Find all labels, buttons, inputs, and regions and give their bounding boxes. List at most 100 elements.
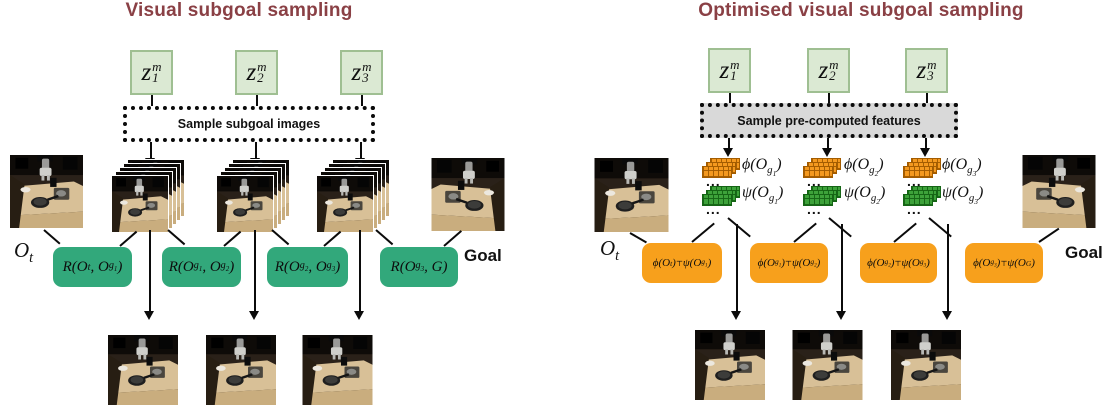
connector-line — [728, 93, 731, 104]
arrow-down-icon — [942, 224, 953, 320]
connector-line — [43, 229, 61, 245]
phi-feature-grid — [702, 158, 742, 180]
arrow-down-icon — [249, 230, 260, 320]
connector-line — [691, 222, 715, 243]
phi-feature-label: ϕ(Og2) — [844, 156, 884, 179]
latent-base: z — [141, 59, 152, 86]
sampled-subgoal-image — [302, 335, 373, 405]
latent-base: z — [818, 57, 829, 84]
connector-line — [323, 230, 342, 247]
phi-feature-grid — [903, 158, 943, 180]
latent-sub: 1 — [152, 70, 159, 85]
arrow-down-icon — [723, 138, 734, 157]
feature-grid-layer — [903, 166, 933, 178]
sampled-subgoal-image — [205, 335, 277, 405]
observation-label: Ot — [14, 238, 34, 267]
connector-line — [827, 93, 830, 104]
ellipsis: ... — [807, 201, 822, 217]
panel-title: Optimised visual subgoal sampling — [698, 0, 1024, 21]
latent-sub: 2 — [257, 70, 264, 85]
arrow-down-icon — [920, 138, 931, 157]
latent-sup: m — [730, 57, 740, 72]
ellipsis: ... — [706, 201, 721, 217]
sampled-subgoal-image — [108, 335, 178, 405]
connector-line — [893, 222, 917, 243]
connector-line — [119, 230, 138, 247]
arrow-down-icon — [354, 230, 365, 320]
ellipsis: ... — [706, 173, 721, 189]
sampled-subgoal-image — [792, 330, 863, 400]
phi-feature-grid — [803, 158, 843, 180]
goal-image — [430, 158, 506, 231]
feature-grid-layer — [702, 194, 732, 206]
connector-line — [443, 230, 463, 247]
latent-sub: 2 — [829, 68, 836, 83]
arrow-down-icon — [836, 224, 847, 320]
latent-base: z — [916, 57, 927, 84]
feature-grid-layer — [702, 166, 732, 178]
connector-line — [629, 232, 647, 244]
ellipsis: ... — [907, 173, 922, 189]
latent-sup: m — [362, 59, 372, 74]
subgoal-image-stack — [216, 159, 290, 233]
feature-grid-layer — [803, 194, 833, 206]
connector-line — [255, 95, 258, 107]
ellipsis: ... — [807, 173, 822, 189]
goal-label: Goal — [464, 246, 502, 265]
connector-line — [1038, 227, 1060, 243]
psi-feature-grid — [702, 186, 742, 208]
connector-line — [793, 222, 817, 243]
latent-sup: m — [152, 59, 162, 74]
latent-sup: m — [257, 59, 267, 74]
psi-feature-grid — [803, 186, 843, 208]
psi-feature-label: ψ(Og1) — [742, 184, 784, 207]
sampled-subgoal-image — [890, 330, 962, 400]
arrow-down-icon — [144, 230, 155, 320]
goal-image — [1018, 155, 1100, 228]
ellipsis: ... — [907, 201, 922, 217]
latent-sup: m — [927, 57, 937, 72]
subgoal-image-stack — [111, 159, 185, 233]
latent-sub: 3 — [927, 68, 934, 83]
psi-feature-label: ψ(Og2) — [844, 184, 886, 207]
connector-line — [360, 95, 363, 107]
latent-base: z — [719, 57, 730, 84]
psi-feature-grid — [903, 186, 943, 208]
sampler-box: Sample subgoal images — [123, 106, 375, 142]
observation-label: Ot — [600, 236, 620, 265]
latent-sup: m — [829, 57, 839, 72]
latent-base: z — [246, 59, 257, 86]
connector-line — [223, 230, 242, 247]
phi-feature-label: ϕ(Og1) — [742, 156, 782, 179]
subgoal-stack-layer — [111, 175, 169, 233]
connector-line — [925, 93, 928, 104]
subgoal-stack-layer — [216, 175, 274, 233]
sampler-box: Sample pre-computed features — [700, 103, 958, 138]
goal-label: Goal — [1065, 243, 1103, 262]
arrow-down-icon — [822, 138, 833, 157]
latent-base: z — [351, 59, 362, 86]
latent-sub: 1 — [730, 68, 737, 83]
feature-grid-layer — [803, 166, 833, 178]
